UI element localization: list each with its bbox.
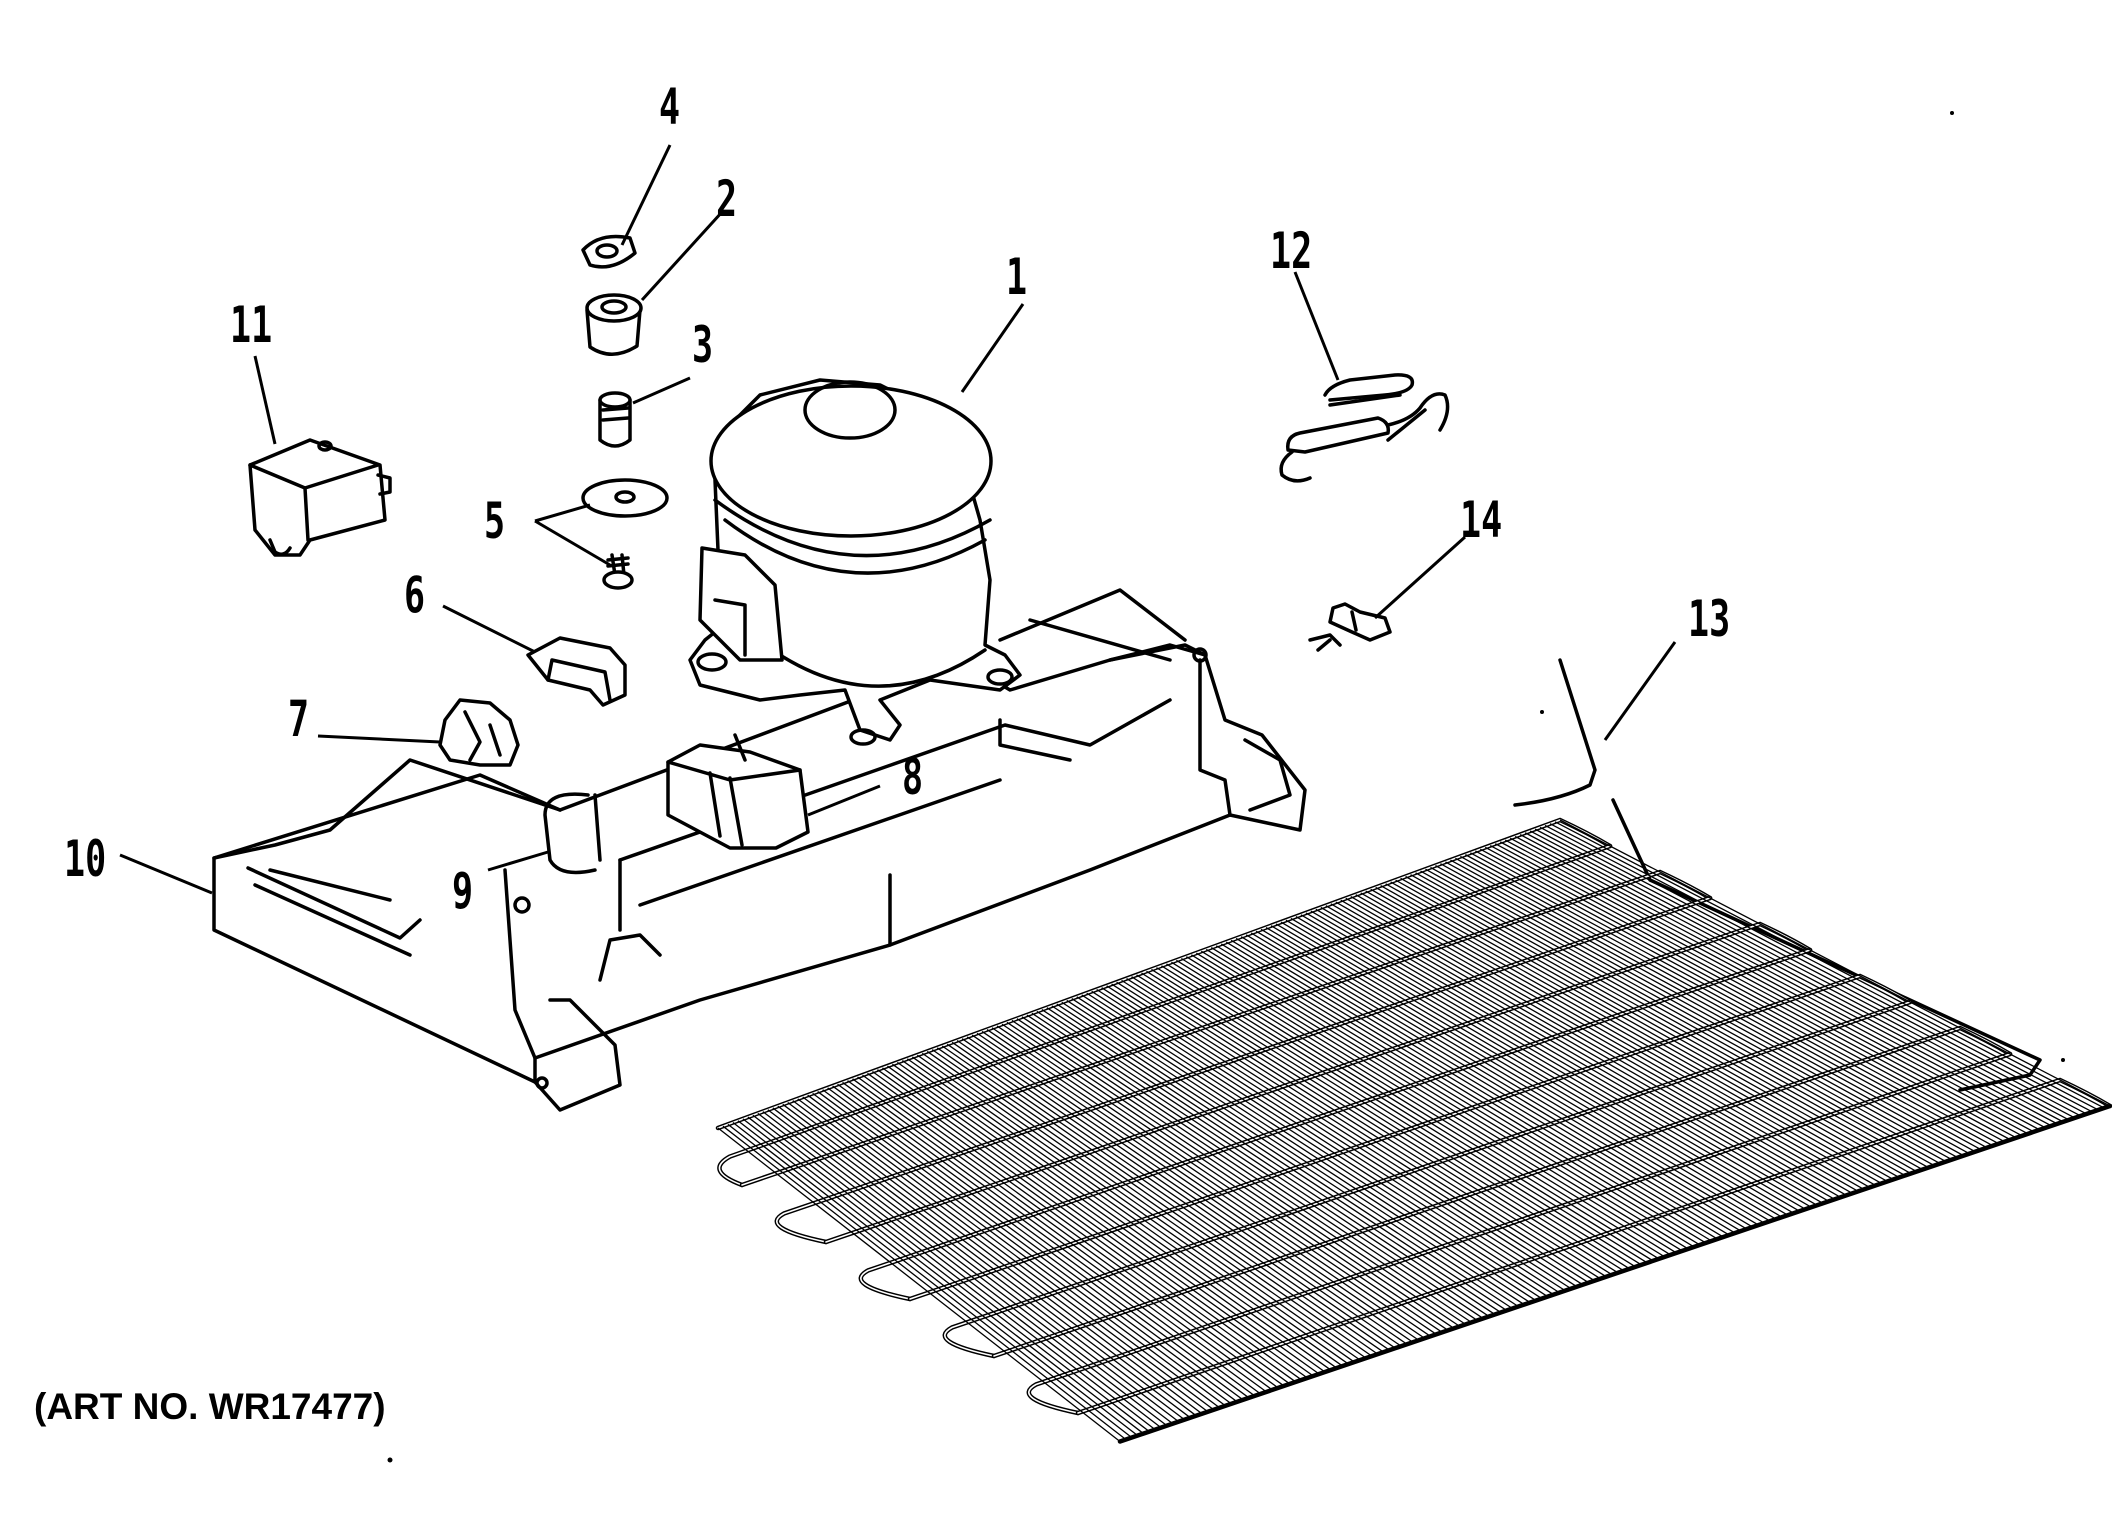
callout-3: 3 bbox=[692, 316, 714, 374]
callout-10: 10 bbox=[64, 830, 107, 888]
callout-7: 7 bbox=[288, 690, 310, 748]
part-8-overload bbox=[666, 733, 810, 850]
part-1-compressor bbox=[688, 378, 1022, 746]
part-13-condenser-coil bbox=[715, 658, 2112, 1444]
callout-1: 1 bbox=[1006, 248, 1028, 306]
part-12-heater bbox=[1279, 373, 1450, 483]
part-7-relay bbox=[438, 698, 520, 767]
part-9-wire-clip bbox=[543, 792, 602, 875]
part-2-grommet bbox=[585, 293, 643, 356]
art-number-caption: (ART NO. WR17477) bbox=[34, 1386, 386, 1427]
callout-9: 9 bbox=[452, 862, 474, 920]
callout-2: 2 bbox=[716, 170, 738, 228]
callout-5: 5 bbox=[484, 492, 506, 550]
callout-12: 12 bbox=[1270, 222, 1313, 280]
part-11-control-box bbox=[248, 438, 392, 557]
leader-lines bbox=[119, 144, 1677, 895]
part-5-washer-screw bbox=[581, 478, 669, 590]
print-specks bbox=[387, 111, 2065, 1463]
callout-11: 11 bbox=[230, 296, 273, 354]
callout-8: 8 bbox=[902, 748, 924, 806]
part-14-clamp bbox=[1308, 602, 1392, 652]
callout-13: 13 bbox=[1688, 590, 1731, 648]
callout-6: 6 bbox=[404, 566, 426, 624]
part-10-base-bracket bbox=[212, 588, 1307, 1112]
callout-14: 14 bbox=[1460, 491, 1503, 549]
callout-4: 4 bbox=[659, 78, 681, 136]
part-3-sleeve bbox=[598, 391, 632, 448]
part-4-clip bbox=[581, 234, 637, 269]
part-6-cover bbox=[526, 636, 627, 707]
